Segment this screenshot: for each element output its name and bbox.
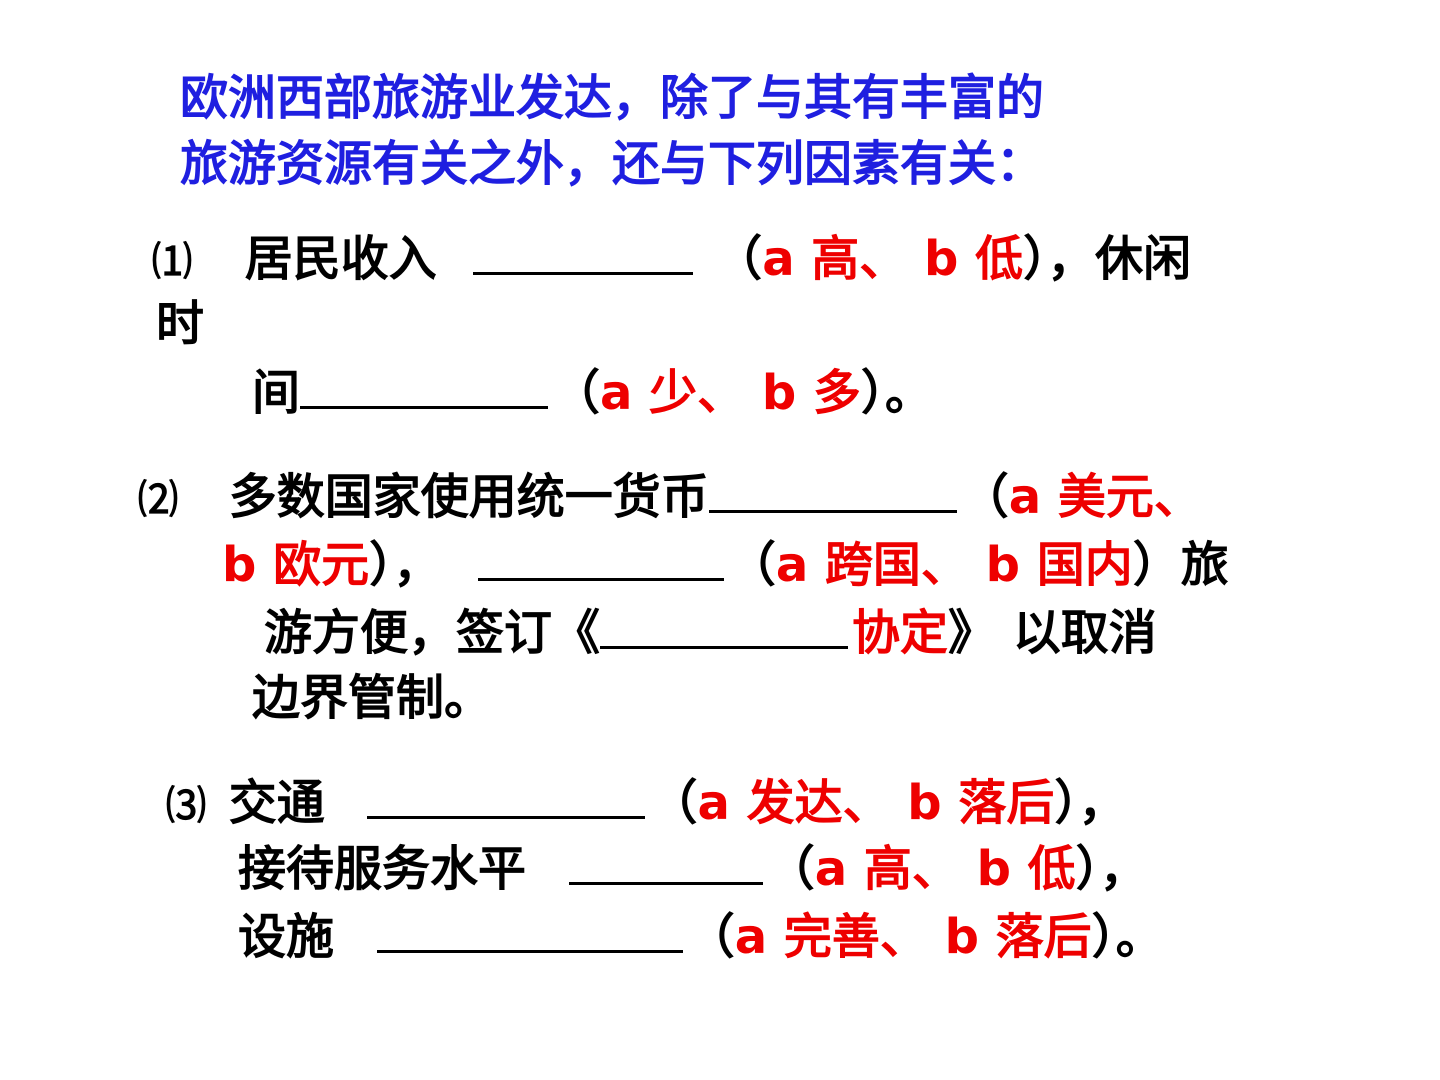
question-1-options-income: a 高、 b 低	[762, 231, 1024, 287]
title-line-2: 旅游资源有关之外，还与下列因素有关：	[180, 136, 1045, 192]
question-2-line-4: 边界管制。	[252, 670, 493, 726]
question-1-close: ），休闲	[1023, 231, 1192, 287]
question-3-line-3: 设施 （a 完善、 b 落后）。	[238, 904, 1164, 968]
question-2-text-agreement: 游方便，签订《	[264, 605, 601, 661]
question-1-text-time: 间	[252, 365, 301, 421]
question-2-blank-travel[interactable]	[477, 532, 724, 581]
question-3-text-traffic: 交通	[228, 775, 325, 831]
open-paren: （	[686, 909, 735, 965]
title-line-1: 欧洲西部旅游业发达，除了与其有丰富的	[180, 70, 1045, 126]
question-1-close-time: ）。	[860, 365, 933, 421]
question-1-options-time: a 少、 b 多	[600, 365, 861, 421]
question-2-text: 多数国家使用统一货币	[228, 469, 709, 525]
question-3-text-service: 接待服务水平	[238, 841, 527, 897]
question-3-line-1: ⑶ 交通 （a 发达、 b 落后），	[166, 770, 1126, 834]
question-2-options-currency-1: a 美元、	[1008, 469, 1202, 525]
question-3-options-facilities: a 完善、 b 落后	[734, 909, 1092, 965]
question-2-number: ⑵	[138, 477, 178, 523]
question-1-wrap: 时	[156, 296, 205, 352]
question-2-agreement-word: 协定	[852, 605, 949, 661]
question-1-blank-time[interactable]	[300, 360, 549, 409]
question-1-blank-income[interactable]	[473, 226, 694, 275]
question-3-options-traffic: a 发达、 b 落后	[697, 775, 1055, 831]
open-paren: （	[766, 841, 815, 897]
question-1-line-2: 间 （a 少、 b 多）。	[252, 360, 933, 424]
question-3-line-2: 接待服务水平 （a 高、 b 低），	[238, 836, 1148, 900]
question-2-options-currency-2: b 欧元	[222, 537, 370, 593]
question-1-line-1: ⑴ 居民收入 （a 高、 b 低），休闲	[152, 226, 1191, 290]
question-3-close-facilities: ）。	[1091, 909, 1164, 965]
open-paren: （	[960, 469, 1009, 525]
question-3-blank-service[interactable]	[568, 836, 763, 885]
question-2-line-2: b 欧元）， （a 跨国、 b 国内）旅	[222, 532, 1229, 596]
question-2-blank-agreement[interactable]	[600, 600, 849, 649]
question-2-options-travel: a 跨国、 b 国内	[775, 537, 1133, 593]
question-2-line-3: 游方便，签订《 协定》 以取消	[264, 600, 1157, 664]
question-2-close-travel: ）旅	[1132, 537, 1229, 593]
question-2-line-1: ⑵ 多数国家使用统一货币 （a 美元、	[138, 464, 1202, 528]
open-paren: （	[552, 365, 601, 421]
question-1-number: ⑴	[152, 239, 192, 285]
question-2-close-agreement: 》 以取消	[948, 605, 1157, 661]
question-1-text: 居民收入	[244, 231, 437, 287]
open-paren: （	[649, 775, 698, 831]
question-3-text-facilities: 设施	[238, 909, 335, 965]
question-3-blank-traffic[interactable]	[367, 770, 646, 819]
question-2-close-currency: ），	[369, 537, 442, 593]
question-3-options-service: a 高、 b 低	[814, 841, 1076, 897]
question-3-blank-facilities[interactable]	[376, 904, 683, 953]
question-3-number: ⑶	[166, 783, 206, 829]
open-paren: （	[714, 231, 763, 287]
question-3-close-traffic: ），	[1054, 775, 1127, 831]
open-paren: （	[727, 537, 776, 593]
question-2-blank-currency[interactable]	[708, 464, 957, 513]
question-3-close-service: ），	[1075, 841, 1148, 897]
